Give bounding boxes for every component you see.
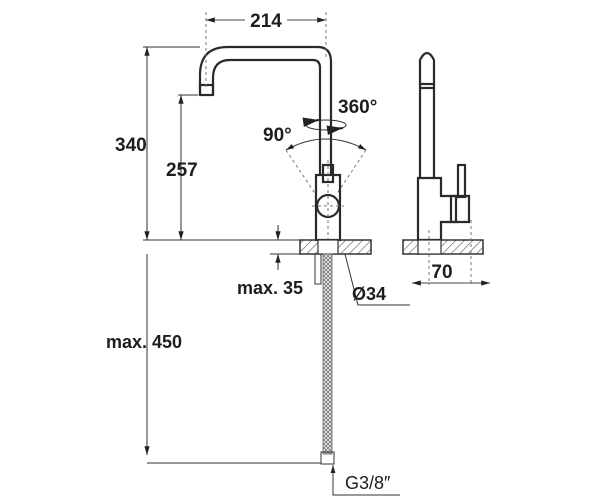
lever-arc <box>285 138 367 151</box>
label-connection: G3/8″ <box>345 473 391 493</box>
spout-inner <box>211 58 322 175</box>
label-hole-diameter: Ø34 <box>352 284 386 304</box>
side-spout <box>418 51 436 178</box>
g38-leader <box>330 465 400 496</box>
label-spout-height: 257 <box>166 160 198 181</box>
front-view <box>198 45 372 465</box>
label-lever-angle: 90° <box>263 125 292 146</box>
mount-hole <box>317 239 339 255</box>
label-total-height: 340 <box>115 135 147 156</box>
label-spout-reach: 214 <box>250 11 282 32</box>
swivel-arrow-icon <box>302 117 320 128</box>
label-swivel-angle: 360° <box>338 97 377 118</box>
supply-hose <box>322 253 333 455</box>
spout-outer <box>198 45 333 175</box>
label-hose-length: max. 450 <box>106 332 182 352</box>
lever-guide-left <box>285 149 317 196</box>
lever-stub <box>321 163 335 184</box>
threaded-rod <box>314 253 322 285</box>
side-lever <box>456 163 467 199</box>
side-lever-base <box>449 194 471 224</box>
side-view <box>402 51 490 286</box>
dim-34-leader <box>344 253 410 306</box>
label-side-depth: 70 <box>431 262 452 283</box>
swivel-arrow-icon-2 <box>326 125 344 136</box>
hose-nut <box>320 451 335 465</box>
label-max-deck: max. 35 <box>237 278 303 298</box>
dimension-lines <box>143 12 410 496</box>
